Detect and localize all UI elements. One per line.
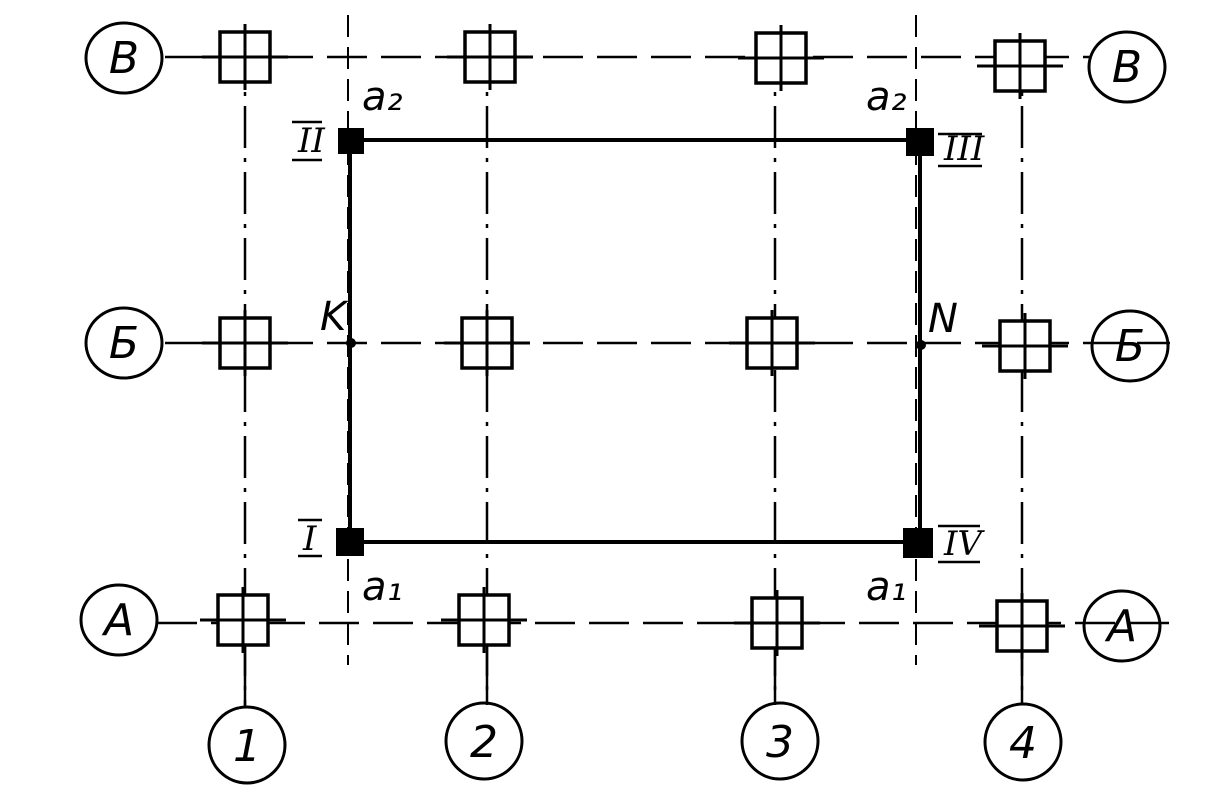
- row-bubbles: В В Б Б А А: [79, 21, 1170, 663]
- row-label-middle-right: Б: [1115, 321, 1145, 372]
- column-marker-b2: [444, 310, 530, 376]
- column-marker-c2: [441, 587, 527, 653]
- column-label-2: 2: [470, 717, 498, 768]
- building-frame: [348, 138, 922, 544]
- column-marker-c3: [734, 590, 820, 656]
- column-bubbles: 1 2 3 4: [207, 701, 1063, 785]
- column-markers: [200, 24, 1068, 659]
- column-marker-a2: [447, 24, 533, 90]
- column-label-3: 3: [766, 717, 794, 768]
- corner-label-iv: IV: [943, 524, 985, 564]
- column-bubble-stems: [243, 645, 1024, 707]
- column-bubble-2: 2: [444, 701, 524, 781]
- row-bubble-middle-left: Б: [84, 306, 164, 380]
- corner-markers: [336, 128, 934, 558]
- point-label-a1-left: a₁: [362, 564, 403, 610]
- corner-label-iii: III: [943, 129, 985, 169]
- row-label-top-right: В: [1112, 42, 1142, 93]
- corner-label-iii-group: III: [938, 129, 985, 169]
- column-marker-b3: [729, 310, 815, 376]
- corner-marker-iv: [903, 528, 933, 558]
- row-label-top-left: В: [109, 33, 139, 84]
- column-label-1: 1: [233, 721, 261, 772]
- column-marker-b1: [202, 310, 288, 376]
- column-marker-c1: [200, 587, 286, 653]
- corner-label-ii: II: [297, 121, 325, 161]
- corner-marker-iii: [906, 128, 934, 156]
- column-bubble-4: 4: [983, 702, 1063, 782]
- corner-label-i: I: [302, 519, 317, 559]
- corner-label-iv-group: IV: [938, 524, 985, 564]
- column-bubble-3: 3: [740, 701, 820, 781]
- column-marker-a3: [738, 25, 824, 91]
- corner-marker-i: [336, 528, 364, 556]
- corner-label-i-group: I: [298, 518, 322, 559]
- row-label-bottom-right: А: [1104, 601, 1137, 652]
- point-label-a1-right: a₁: [866, 564, 907, 610]
- midpoints: [346, 338, 926, 350]
- column-marker-a4: [977, 33, 1063, 99]
- corner-label-ii-group: II: [292, 120, 325, 162]
- row-bubble-middle-right: Б: [1090, 309, 1170, 383]
- row-bubble-top-right: В: [1087, 30, 1167, 104]
- row-bubble-bottom-right: А: [1082, 589, 1162, 663]
- row-bubble-top-left: В: [84, 21, 164, 95]
- point-label-a2-right: a₂: [866, 74, 907, 120]
- point-label-k: K: [320, 294, 349, 340]
- corner-marker-ii: [338, 128, 364, 154]
- point-label-n: N: [928, 296, 958, 342]
- point-k-dot: [346, 338, 356, 348]
- row-bubble-bottom-left: А: [79, 583, 159, 657]
- point-label-a2-left: a₂: [362, 74, 403, 120]
- column-marker-c4: [979, 593, 1065, 659]
- column-marker-b4: [982, 313, 1068, 379]
- column-bubble-1: 1: [207, 705, 287, 785]
- row-label-bottom-left: А: [101, 595, 134, 646]
- point-n-dot: [916, 340, 926, 350]
- column-label-4: 4: [1009, 718, 1037, 769]
- column-marker-a1: [202, 24, 288, 90]
- row-label-middle-left: Б: [109, 318, 139, 369]
- offset-lines: [347, 15, 917, 665]
